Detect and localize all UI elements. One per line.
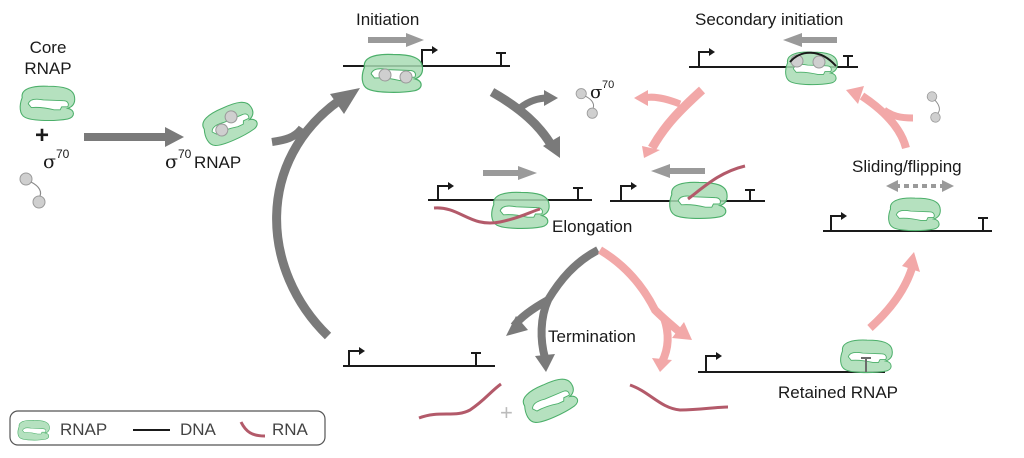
sliding-flipping-label: Sliding/flipping (852, 157, 962, 176)
holo-join-arrow (271, 125, 306, 146)
holoenzyme-rnap (197, 96, 262, 151)
promoter-icon (830, 215, 843, 231)
promoter-arrow-icon (448, 182, 454, 190)
initiation-label: Initiation (356, 10, 419, 29)
sigma-join-arrow-pink (881, 107, 914, 122)
reverse-elongation-rnap-icon (669, 181, 728, 220)
holo-rnap-label: RNAP (194, 153, 241, 172)
secondary-to-elongation-arrow-head (642, 146, 660, 158)
binding-arrow-head (165, 127, 184, 147)
terminator-icon (573, 187, 583, 200)
nascent-rna-forward (433, 206, 541, 225)
promoter-icon (705, 355, 718, 372)
melted-dna-bubble (789, 51, 837, 67)
sigma-factor-icon (19, 172, 46, 209)
initiation-rnap-icon (361, 53, 424, 93)
core-rnap-icon (19, 85, 76, 122)
legend-rnap-icon (17, 419, 50, 441)
legend: RNAP DNA RNA (9, 410, 326, 446)
secondary-direction-arrow-head (783, 33, 802, 47)
termination-arrow-head-down (535, 354, 555, 372)
holo-sigma-symbol: σ (165, 151, 178, 173)
sliding-rnap-icon (888, 197, 941, 232)
legend-rnap-label: RNAP (60, 420, 107, 439)
promoter-icon (437, 185, 450, 200)
forward-direction-arrow-head (518, 166, 537, 180)
promoter-icon (698, 51, 711, 67)
plus-sign-released: + (500, 400, 513, 425)
sliding-to-secondary-initiation-arrow (859, 92, 910, 150)
released-sigma-symbol: σ (590, 82, 602, 103)
termination-rna-release-arrow-head (652, 358, 672, 372)
promoter-arrow-icon (359, 347, 365, 355)
sigma-superscript: 70 (56, 147, 70, 161)
secondary-initiation-label: Secondary initiation (695, 10, 843, 29)
recycling-arrow-shaft (272, 96, 343, 340)
holo-rnap-icon (197, 96, 262, 151)
sigma-domain-icon (378, 68, 392, 82)
retained-rnap-label: Retained RNAP (778, 383, 898, 402)
sigma-release-arrow-head (544, 90, 558, 106)
promoter-arrow-icon (432, 46, 438, 54)
terminator-icon (745, 189, 755, 201)
terminator-icon (861, 357, 871, 372)
promoter-arrow-icon (716, 352, 722, 360)
promoter-arrow-icon (841, 212, 847, 220)
recycling-arrow-head (330, 88, 360, 114)
core-rnap-label-line2: RNAP (24, 59, 71, 78)
sliding-arrow-head-right (942, 180, 954, 192)
sliding-to-secondary-arrow-head (846, 86, 864, 104)
sigma-domain-icon (224, 110, 238, 124)
promoter-arrow-icon (709, 48, 715, 56)
elongation-label: Elongation (552, 217, 632, 236)
terminator-icon (843, 55, 853, 67)
plus-sign: + (35, 122, 49, 149)
released-rna-right (629, 383, 729, 412)
released-core-rnap-icon (517, 373, 582, 428)
termination-arrow-head-left (506, 316, 528, 336)
terminator-icon (496, 52, 506, 66)
promoter-icon (620, 185, 633, 201)
sliding-arrow-head-left (886, 180, 898, 192)
released-rna-left (418, 382, 502, 420)
initiation-to-elongation-arrow-head (543, 136, 560, 158)
legend-box (9, 410, 326, 446)
termination-dissociation-arrow-left (510, 246, 600, 329)
sigma-domain-icon (215, 123, 229, 137)
joining-sigma-icon (919, 89, 949, 125)
released-core-rnap (517, 373, 582, 428)
sigma-domain-icon (812, 55, 826, 69)
promoter-icon (348, 350, 361, 366)
promoter-icon (421, 49, 434, 66)
core-rnap-label-line1: Core (30, 38, 67, 57)
termination-retention-arrow-head-right (672, 322, 692, 340)
retained-to-sliding-arrow (867, 266, 916, 331)
termination-label: Termination (548, 327, 636, 346)
released-sigma-superscript: 70 (602, 79, 614, 91)
termination-retention-arrow-right (597, 246, 685, 338)
retained-to-sliding-arrow-head (902, 252, 920, 272)
sigma-symbol: σ (43, 151, 56, 173)
sigma-domain-icon (399, 70, 413, 84)
holo-sigma-superscript: 70 (178, 147, 192, 161)
sigma-release-arrow-head-pink (634, 90, 648, 106)
legend-dna-label: DNA (180, 420, 217, 439)
termination-dissociation-arrow-down (537, 298, 552, 360)
terminator-icon (978, 217, 988, 231)
promoter-arrow-icon (631, 182, 637, 190)
nascent-rna-reverse (687, 164, 746, 201)
initiation-to-elongation-arrow (489, 88, 557, 151)
legend-rna-line-icon (239, 421, 266, 438)
initiation-direction-arrow-head (406, 33, 424, 47)
legend-rna-label: RNA (272, 420, 309, 439)
sigma-release-arrow-pink (643, 93, 682, 108)
reverse-direction-arrow-head (651, 164, 670, 178)
terminator-icon (471, 352, 481, 366)
sigma-release-arrow (517, 94, 549, 111)
termination-rna-release-arrow (658, 316, 672, 364)
secondary-to-elongation-arrow (648, 86, 706, 151)
